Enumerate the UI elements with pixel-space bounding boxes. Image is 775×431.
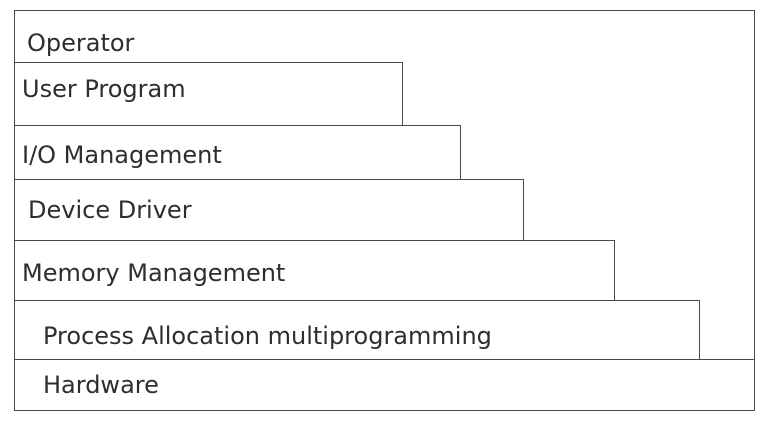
layer-label-device-driver: Device Driver bbox=[28, 196, 192, 224]
layer-label-operator: Operator bbox=[27, 29, 135, 57]
layer-label-hardware: Hardware bbox=[43, 371, 159, 399]
layer-label-io-management: I/O Management bbox=[22, 141, 222, 169]
layer-box-process-allocation bbox=[14, 300, 700, 361]
layer-box-user-program bbox=[14, 62, 403, 127]
layer-box-device-driver bbox=[14, 179, 524, 242]
layer-label-memory-management: Memory Management bbox=[22, 259, 286, 287]
layer-label-process-allocation: Process Allocation multiprogramming bbox=[43, 322, 492, 350]
layer-label-user-program: User Program bbox=[22, 75, 186, 103]
layer-box-hardware bbox=[14, 359, 755, 411]
